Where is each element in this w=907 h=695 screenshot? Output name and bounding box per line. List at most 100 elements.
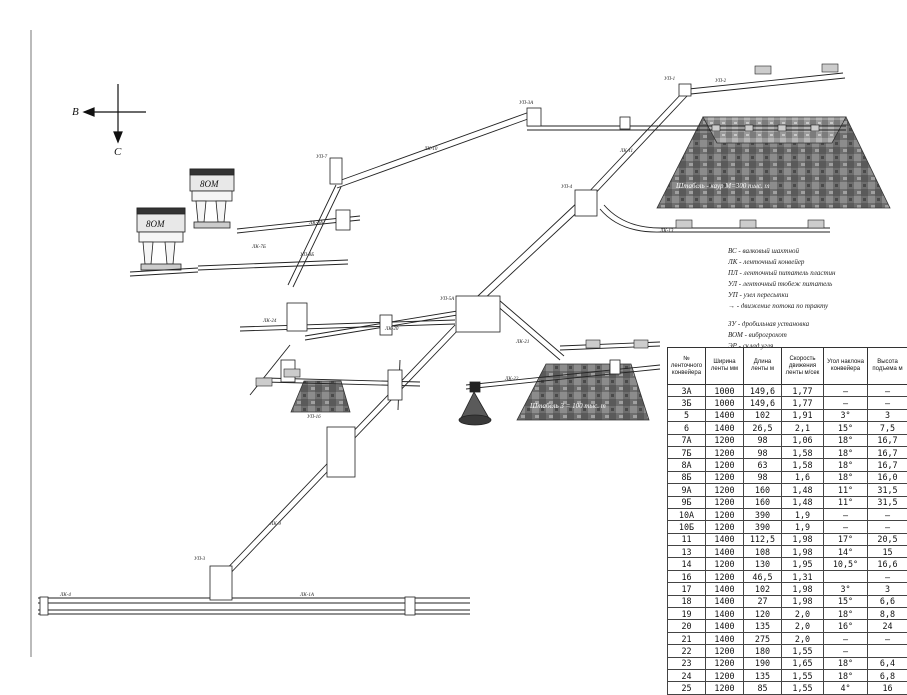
table-cell: 1200 [706,484,744,496]
table-cell: 18° [824,434,868,446]
legend-item: ВС - валковый шахтной [728,248,903,259]
table-cell: 16,7 [868,446,907,458]
table-cell: 120 [744,608,782,620]
table-cell: 18° [824,446,868,458]
table-cell: — [824,508,868,520]
table-cell: 390 [744,521,782,533]
svg-text:ЛК-8А: ЛК-8А [308,221,324,226]
table-cell: 149,6 [744,385,782,397]
table-cell: 3Б [668,397,706,409]
table-cell: 18 [668,595,706,607]
table-cell: 1200 [706,434,744,446]
legend-item: ПЛ - ленточный питатель пластин [728,270,903,281]
table-cell: 1400 [706,595,744,607]
svg-text:ЛК-13: ЛК-13 [659,229,674,234]
table-cell: 16,7 [868,434,907,446]
conveyor-spec-table: № ленточного конвейера Ширина ленты мм Д… [667,347,907,695]
svg-text:УП-5А: УП-5А [440,297,455,302]
table-cell: 2,0 [782,620,824,632]
col-header-width: Ширина ленты мм [706,348,744,385]
table-cell: 1,55 [782,669,824,681]
table-cell: 13 [668,546,706,558]
col-header-speed: Скорость движения ленты м/сек [782,348,824,385]
table-cell: 10А [668,508,706,520]
table-cell: — [868,385,907,397]
table-cell: 26,5 [744,422,782,434]
table-cell: 1400 [706,583,744,595]
svg-text:ЛК-7Б: ЛК-7Б [251,245,266,250]
col-header-angle: Угол наклона конвейера [824,348,868,385]
table-cell: 149,6 [744,397,782,409]
svg-text:ЛК-11: ЛК-11 [619,149,633,154]
table-cell: 15 [868,546,907,558]
table-cell: 160 [744,496,782,508]
table-cell: 1,98 [782,546,824,558]
table-cell: 275 [744,632,782,644]
table-cell: 63 [744,459,782,471]
svg-text:ЛК-4: ЛК-4 [59,593,71,598]
table-cell: 16,6 [868,558,907,570]
table-cell: — [868,397,907,409]
table-cell: 130 [744,558,782,570]
legend-item: ВОМ - виброгрохот [728,332,903,343]
table-cell: 1200 [706,657,744,669]
table-cell: 14 [668,558,706,570]
table-cell: 2,1 [782,422,824,434]
table-cell: 1000 [706,397,744,409]
table-cell: 1,65 [782,657,824,669]
table-cell: 1400 [706,546,744,558]
table-cell: 3° [824,409,868,421]
table-cell: 1,6 [782,471,824,483]
table-cell: 1000 [706,385,744,397]
table-cell: 11 [668,533,706,545]
svg-text:УП-2: УП-2 [715,79,727,84]
table-cell: 2,0 [782,608,824,620]
table-cell: 1200 [706,682,744,694]
table-cell [868,645,907,657]
table-cell: 20,5 [868,533,907,545]
col-header-length: Длина ленты м [744,348,782,385]
table-cell: — [824,521,868,533]
legend: ВС - валковый шахтной ЛК - ленточный кон… [728,248,903,354]
table-cell: 390 [744,508,782,520]
table-cell: 7,5 [868,422,907,434]
table-cell: — [868,570,907,582]
small-stockpile [291,381,350,412]
table-cell: 22 [668,645,706,657]
table-cell: 102 [744,409,782,421]
bunker-lower [137,208,185,270]
table-cell: 1400 [706,620,744,632]
table-cell: — [824,385,868,397]
table-cell: 31,5 [868,496,907,508]
table-cell: 1,77 [782,385,824,397]
compass-south-label: С [114,146,121,158]
table-cell: 9Б [668,496,706,508]
table-cell: 98 [744,434,782,446]
table-cell: 7Б [668,446,706,458]
table-cell: 1,58 [782,459,824,471]
table-cell: 5 [668,409,706,421]
table-cell: 108 [744,546,782,558]
table-cell: 3А [668,385,706,397]
table-cell: 1,55 [782,682,824,694]
table-cell: 1,31 [782,570,824,582]
table-cell: 1,98 [782,533,824,545]
svg-text:ЛК-22: ЛК-22 [504,377,519,382]
